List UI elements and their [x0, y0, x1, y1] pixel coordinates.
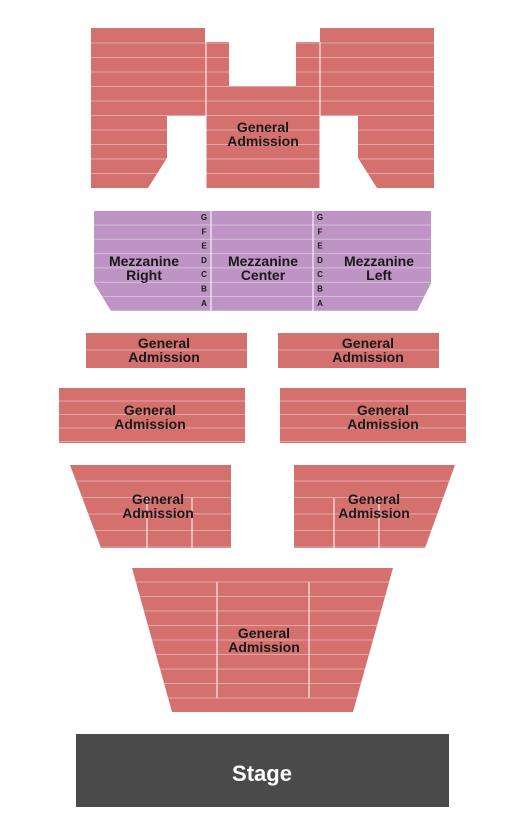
- box-right-shape: [278, 333, 439, 368]
- stage-label: Stage: [232, 761, 292, 786]
- mezzanine-row-letter-C-right-aisle: C: [317, 270, 323, 279]
- mezzanine-row-lines: [94, 224, 431, 312]
- mid-left-label-line2: Admission: [114, 416, 186, 432]
- mezzanine-row-letter-B-left-aisle: B: [201, 285, 207, 294]
- stage-shape: [76, 734, 449, 807]
- lower-left-row-lines: [75, 480, 231, 548]
- mezzanine-row-letter-B-right-aisle: B: [317, 285, 323, 294]
- mezzanine-center-label-line2: Center: [241, 267, 286, 283]
- mid-right-row-lines: [280, 400, 466, 442]
- mezzanine-row-letter-A-left-aisle: A: [201, 299, 207, 308]
- section-mezzanine-center[interactable]: Mezzanine Center: [228, 253, 298, 283]
- lower-right-row-lines: [294, 480, 450, 548]
- section-box-left-general-admission[interactable]: General Admission: [86, 333, 247, 368]
- mezzanine-row-letter-F-right-aisle: F: [318, 227, 323, 236]
- mezzanine-right-label-line1: Mezzanine: [109, 253, 179, 269]
- section-box-right-general-admission[interactable]: General Admission: [278, 333, 439, 368]
- mezzanine-row-letter-E-right-aisle: E: [317, 242, 323, 251]
- section-mezzanine-left[interactable]: Mezzanine Left: [344, 253, 414, 283]
- mid-right-label-line1: General: [357, 402, 409, 418]
- box-right-label-line2: Admission: [332, 349, 404, 365]
- mezzanine-left-label-line1: Mezzanine: [344, 253, 414, 269]
- balcony-row-lines: [91, 42, 434, 174]
- section-balcony-general-admission[interactable]: General Admission: [91, 28, 434, 188]
- section-lower-right-general-admission[interactable]: General Admission: [294, 465, 455, 548]
- box-left-label-line2: Admission: [128, 349, 200, 365]
- stage: Stage: [76, 734, 449, 807]
- balcony-label-line2: Admission: [227, 133, 299, 149]
- mezzanine-row-letter-E-left-aisle: E: [201, 242, 207, 251]
- mezzanine-right-label-line2: Right: [126, 267, 162, 283]
- orchestra-shape: [132, 568, 393, 712]
- section-mid-right-general-admission[interactable]: General Admission: [280, 388, 466, 443]
- mezzanine-row-letter-G-left-aisle: G: [201, 213, 207, 222]
- lower-left-label-line2: Admission: [122, 505, 194, 521]
- mid-left-label-line1: General: [124, 402, 176, 418]
- mezzanine-row-letter-F-left-aisle: F: [202, 227, 207, 236]
- mezzanine-row-letter-D-left-aisle: D: [201, 256, 207, 265]
- balcony-shape: [91, 28, 434, 188]
- mezzanine-left-label-line2: Left: [366, 267, 392, 283]
- lower-right-label-line1: General: [348, 491, 400, 507]
- mezzanine-row-letter-C-left-aisle: C: [201, 270, 207, 279]
- lower-left-shape: [70, 465, 231, 548]
- mid-left-shape: [59, 388, 245, 443]
- mezzanine-row-letter-D-right-aisle: D: [317, 256, 323, 265]
- mezzanine-shape: [94, 211, 431, 311]
- box-left-shape: [86, 333, 247, 368]
- mezzanine-row-letter-A-right-aisle: A: [317, 299, 323, 308]
- section-lower-left-general-admission[interactable]: General Admission: [70, 465, 231, 548]
- mid-right-shape: [280, 388, 466, 443]
- orchestra-label-line1: General: [238, 625, 290, 641]
- box-left-label-line1: General: [138, 335, 190, 351]
- orchestra-label-line2: Admission: [228, 639, 300, 655]
- mezzanine-row-letter-G-right-aisle: G: [317, 213, 323, 222]
- lower-right-label-line2: Admission: [338, 505, 410, 521]
- section-mid-left-general-admission[interactable]: General Admission: [59, 388, 245, 443]
- orchestra-row-lines: [135, 581, 390, 699]
- box-right-label-line1: General: [342, 335, 394, 351]
- mezzanine-center-label-line1: Mezzanine: [228, 253, 298, 269]
- mid-left-row-lines: [59, 400, 245, 442]
- section-orchestra-general-admission[interactable]: General Admission: [132, 568, 393, 712]
- lower-left-label-line1: General: [132, 491, 184, 507]
- balcony-label-line1: General: [237, 119, 289, 135]
- section-mezzanine-right[interactable]: Mezzanine Right: [109, 253, 179, 283]
- mid-right-label-line2: Admission: [347, 416, 419, 432]
